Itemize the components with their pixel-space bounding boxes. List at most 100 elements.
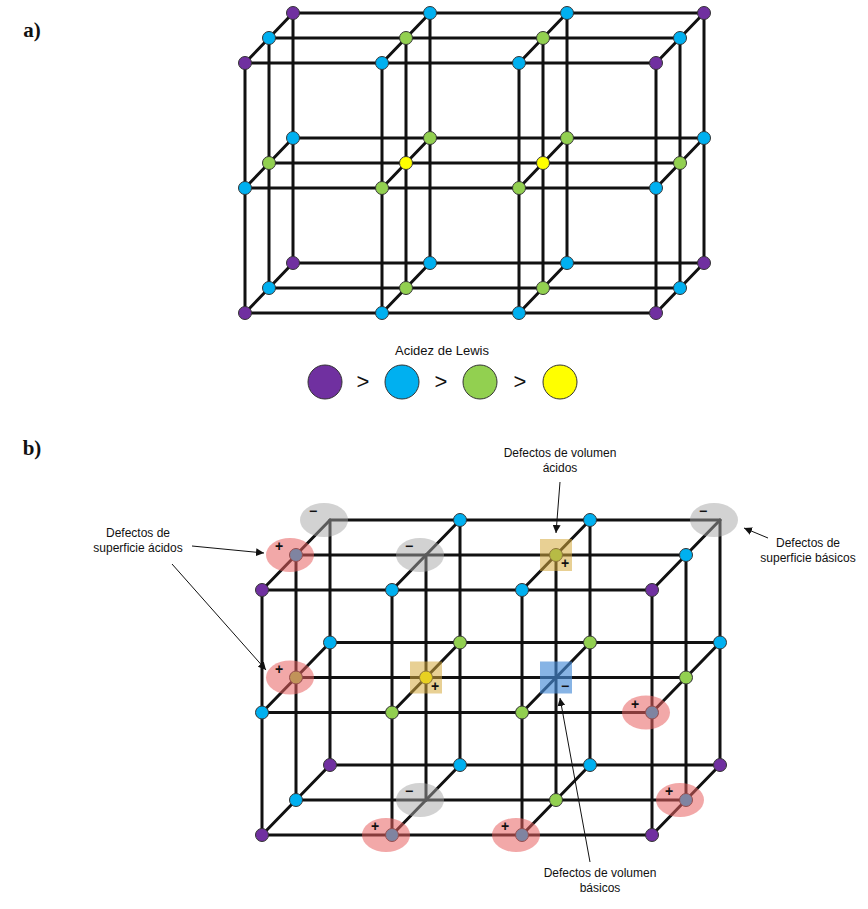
lattice-site xyxy=(256,584,269,597)
lattice-bond xyxy=(329,643,332,766)
lattice-bond xyxy=(244,63,247,188)
lattice-site xyxy=(376,307,389,320)
lattice-bond xyxy=(381,63,384,188)
callout-label: Defectos de volumen básicos xyxy=(535,866,665,896)
lattice-site xyxy=(584,636,597,649)
charge-sign: + xyxy=(631,697,639,711)
lattice-bond xyxy=(296,765,330,800)
lattice-bond xyxy=(589,520,592,643)
lattice-bond xyxy=(522,834,652,837)
lattice-bond xyxy=(543,162,680,165)
leader-line xyxy=(744,528,768,538)
lattice-bond xyxy=(244,188,247,313)
lattice-site xyxy=(537,157,550,170)
lattice-site xyxy=(650,307,663,320)
charge-sign: + xyxy=(275,539,283,553)
lattice-site xyxy=(516,706,529,719)
lattice-bond xyxy=(430,262,567,265)
lattice-site xyxy=(287,257,300,270)
lattice-bond xyxy=(381,188,384,313)
lattice-bond xyxy=(519,312,656,315)
lattice-site xyxy=(698,132,711,145)
defect-square xyxy=(540,662,572,694)
lattice-site xyxy=(256,829,269,842)
lattice-bond xyxy=(392,589,522,592)
lattice-site xyxy=(239,307,252,320)
lattice-site xyxy=(674,157,687,170)
defect-halo xyxy=(396,538,444,572)
lattice-bond xyxy=(391,713,394,836)
lattice-bond xyxy=(655,63,658,188)
lattice-bond xyxy=(429,13,432,138)
legend-circle xyxy=(543,365,577,399)
lattice-bond xyxy=(330,519,460,522)
lattice-bond xyxy=(295,555,298,678)
lattice-site xyxy=(256,706,269,719)
lattice-site xyxy=(550,794,563,807)
defect-markers xyxy=(266,503,738,852)
lattice-site xyxy=(646,829,659,842)
defect-halo xyxy=(492,818,540,852)
lattice-site xyxy=(516,584,529,597)
lattice-site xyxy=(714,636,727,649)
lattice-bond xyxy=(245,62,382,65)
lattice-site xyxy=(386,706,399,719)
lattice-bond xyxy=(406,287,543,290)
callout-label: Defectos de superficie básicos xyxy=(753,536,863,566)
lattice-bond xyxy=(566,138,569,263)
lattice-site xyxy=(400,157,413,170)
lattice-bond xyxy=(518,188,521,313)
lattice-bond xyxy=(330,764,460,767)
lattice-site xyxy=(454,636,467,649)
charge-sign: + xyxy=(431,679,439,693)
charge-sign: + xyxy=(275,662,283,676)
lattice-site xyxy=(376,182,389,195)
defect-halo xyxy=(690,503,738,537)
callout-label: Defectos de volumen ácidos xyxy=(495,446,625,476)
lattice-bond xyxy=(245,187,382,190)
lattice-bond xyxy=(382,62,519,65)
lattice-bond xyxy=(295,678,298,801)
lattice-bond xyxy=(567,262,704,265)
lattice-bond xyxy=(296,676,426,679)
lattice-bond xyxy=(556,676,686,679)
defect-halo xyxy=(396,783,444,817)
lattice-bond xyxy=(426,554,556,557)
lattice-bond xyxy=(556,554,686,557)
defect-halo xyxy=(622,696,670,730)
lattice-bond xyxy=(719,643,722,766)
lattice-site xyxy=(290,794,303,807)
lattice-site xyxy=(424,7,437,20)
lattice-bond xyxy=(590,764,720,767)
lattice-bond xyxy=(542,163,545,288)
lattice-bond xyxy=(425,555,428,678)
lattice-bond xyxy=(521,713,524,836)
lattice-site xyxy=(513,307,526,320)
lattice-site xyxy=(239,57,252,70)
lattice-site xyxy=(680,549,693,562)
lattice-bond xyxy=(590,641,720,644)
order-sign: > xyxy=(435,371,448,393)
lattice-bond xyxy=(426,676,556,679)
lattice-bond xyxy=(269,162,406,165)
lattice-bond xyxy=(426,799,556,802)
lattice-bond xyxy=(555,555,558,678)
charge-sign: − xyxy=(405,784,413,798)
lattice-bond xyxy=(522,589,652,592)
order-sign: > xyxy=(357,371,370,393)
lattice-bond xyxy=(330,641,460,644)
lattice-bond xyxy=(261,590,264,713)
charge-sign: − xyxy=(309,504,317,518)
lattice-site xyxy=(561,7,574,20)
lattice-bond xyxy=(703,138,706,263)
lattice-bond xyxy=(269,287,406,290)
lattice-bond xyxy=(543,287,680,290)
lattice-bond xyxy=(543,37,680,40)
defect-halo xyxy=(656,783,704,817)
lattice-bond xyxy=(685,555,688,678)
lattice-bond xyxy=(460,519,590,522)
lattice-b xyxy=(256,514,727,842)
lattice-bond xyxy=(262,800,296,835)
lattice-site xyxy=(537,282,550,295)
